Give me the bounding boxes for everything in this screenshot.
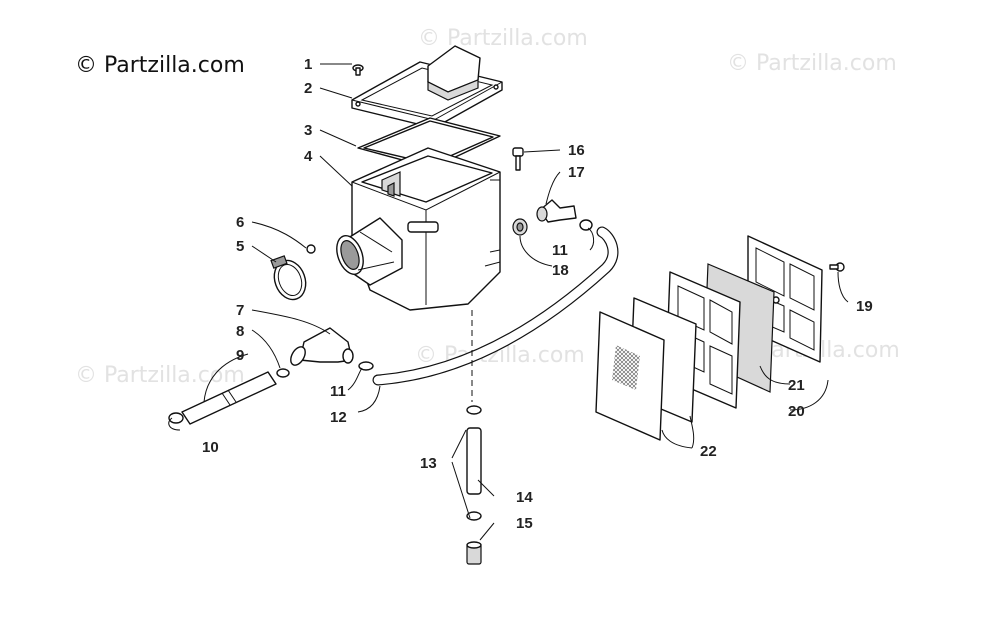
part-tube-9 [181,371,277,425]
callout-19: 19 [856,298,873,315]
part-elbow-7 [290,327,354,366]
leader-lines [168,63,849,541]
part-drain-tube [466,405,482,521]
part-clamp-8 [276,368,290,378]
callout-labels: 1 2 3 4 6 5 7 8 9 10 11 12 13 14 15 16 1… [202,56,873,532]
callout-22: 22 [700,443,717,460]
part-clamp-10 [168,412,184,424]
callout-16: 16 [568,142,585,159]
part-grommet-18 [512,218,528,236]
callout-8: 8 [236,323,244,340]
callout-17: 17 [568,164,585,181]
part-screw-19 [829,262,845,272]
watermark: © Partzilla.com [418,26,588,51]
part-bolt-16 [512,147,524,171]
callout-7: 7 [236,302,244,319]
callout-3: 3 [304,122,312,139]
callout-10: 10 [202,439,219,456]
part-screw-1 [352,64,364,76]
callout-14: 14 [516,489,533,506]
part-air-box-boot [336,217,403,286]
part-screen-22b [595,311,665,441]
callout-21: 21 [788,377,805,394]
callout-9: 9 [236,347,244,364]
callout-4: 4 [304,148,313,165]
part-hose-12 [372,226,619,386]
part-screw-6 [306,244,316,254]
part-clamp [270,255,307,301]
part-drain-plug [466,541,482,565]
callout-1: 1 [304,56,312,73]
copyright-text: © Partzilla.com [75,53,245,78]
callout-6: 6 [236,214,244,231]
callout-15: 15 [516,515,533,532]
callout-11: 11 [330,383,346,400]
callout-11: 11 [552,242,568,259]
watermark: © Partzilla.com [75,363,245,388]
part-fitting-17 [536,199,577,223]
callout-13: 13 [420,455,437,472]
part-clamp-11 [358,219,593,371]
part-lid [351,45,503,129]
callout-12: 12 [330,409,347,426]
watermark: © Partzilla.com [727,51,897,76]
callout-18: 18 [552,262,569,279]
callout-5: 5 [236,238,244,255]
callout-20: 20 [788,403,805,420]
callout-2: 2 [304,80,312,97]
